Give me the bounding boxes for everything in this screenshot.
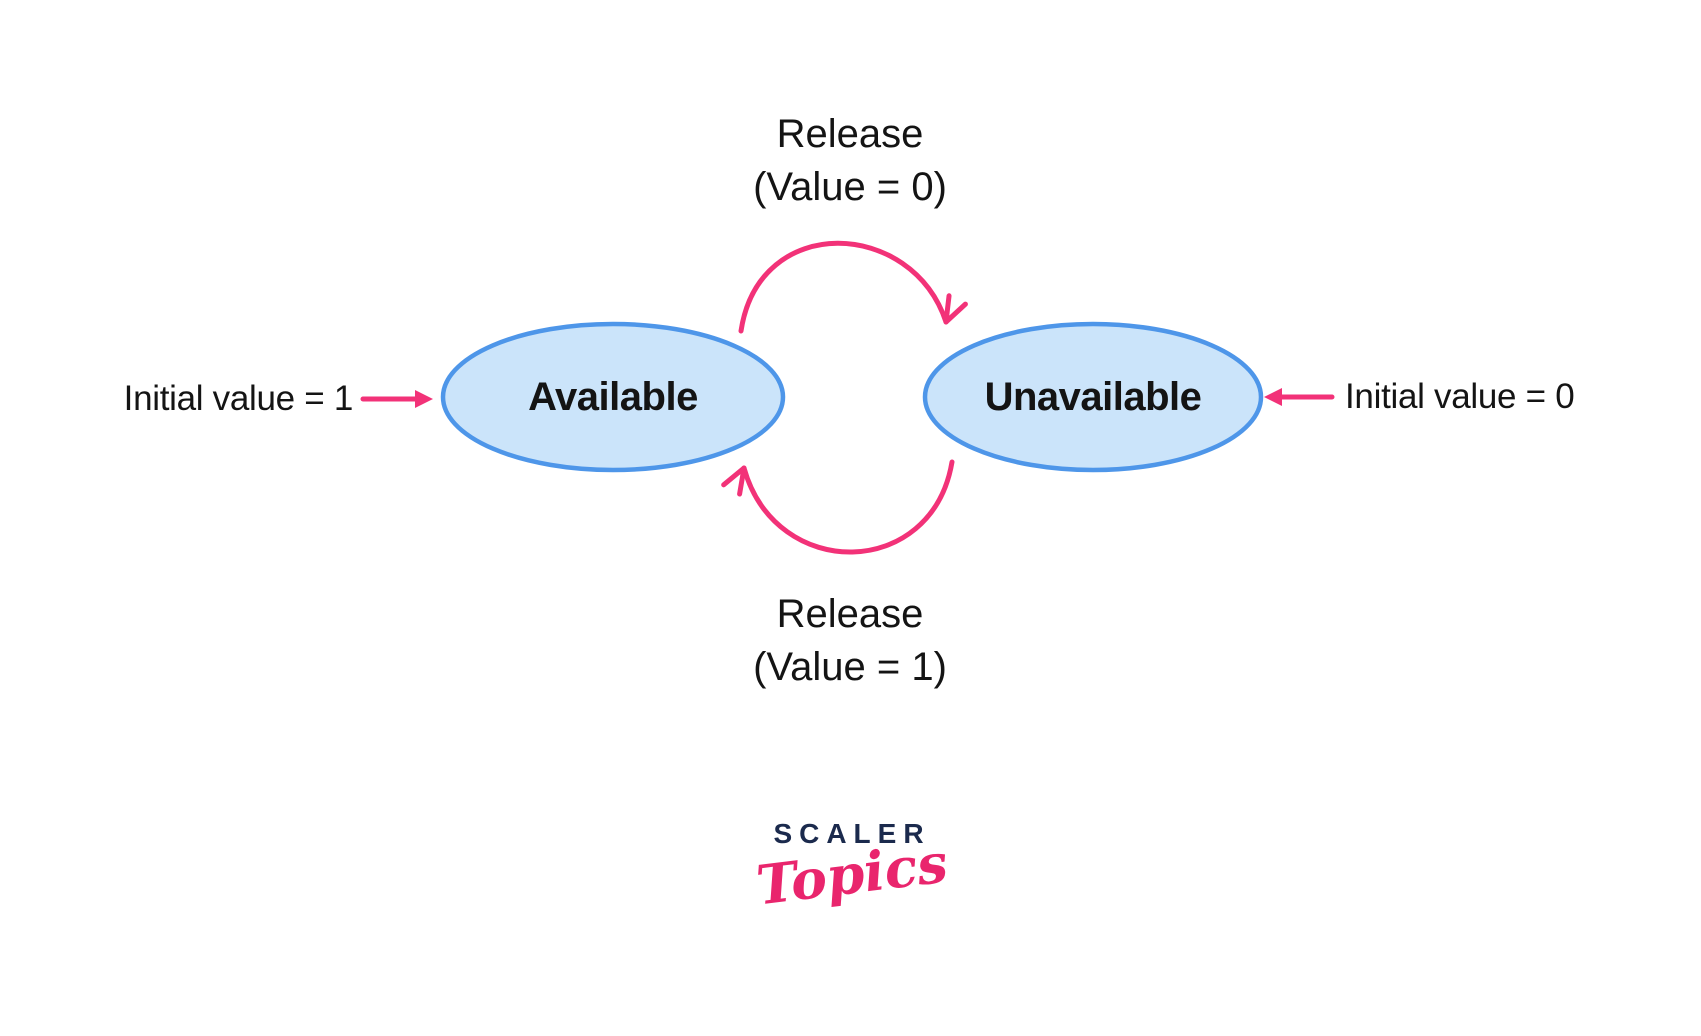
transition-label-bottom-line2: (Value = 1) <box>753 645 947 689</box>
arrowhead-top-icon <box>943 293 968 325</box>
transition-label-top-line1: Release <box>776 112 924 156</box>
transition-curve-bottom <box>741 459 955 555</box>
transition-label-top-line2: (Value = 0) <box>753 165 947 209</box>
initial-value-label-left: Initial value = 1 <box>123 379 354 418</box>
state-label-unavailable: Unavailable <box>984 374 1202 419</box>
state-ellipse-available <box>440 321 786 473</box>
initial-value-label-right: Initial value = 0 <box>1345 377 1575 416</box>
arrowhead-bottom-icon <box>721 465 747 497</box>
transition-label-bottom: Release (Value = 1) <box>650 588 1050 694</box>
state-label-available: Available <box>528 374 698 419</box>
state-ellipse-unavailable <box>922 321 1264 473</box>
transition-label-top: Release (Value = 0) <box>650 108 1050 214</box>
arrowhead-left-icon <box>415 390 433 408</box>
transition-curve-top <box>738 240 949 334</box>
arrowhead-right-icon <box>1264 388 1282 406</box>
transition-label-bottom-line1: Release <box>776 592 924 636</box>
logo-brand-text: SCALER <box>773 818 931 849</box>
scaler-topics-logo: SCALER Topics <box>702 818 1002 917</box>
